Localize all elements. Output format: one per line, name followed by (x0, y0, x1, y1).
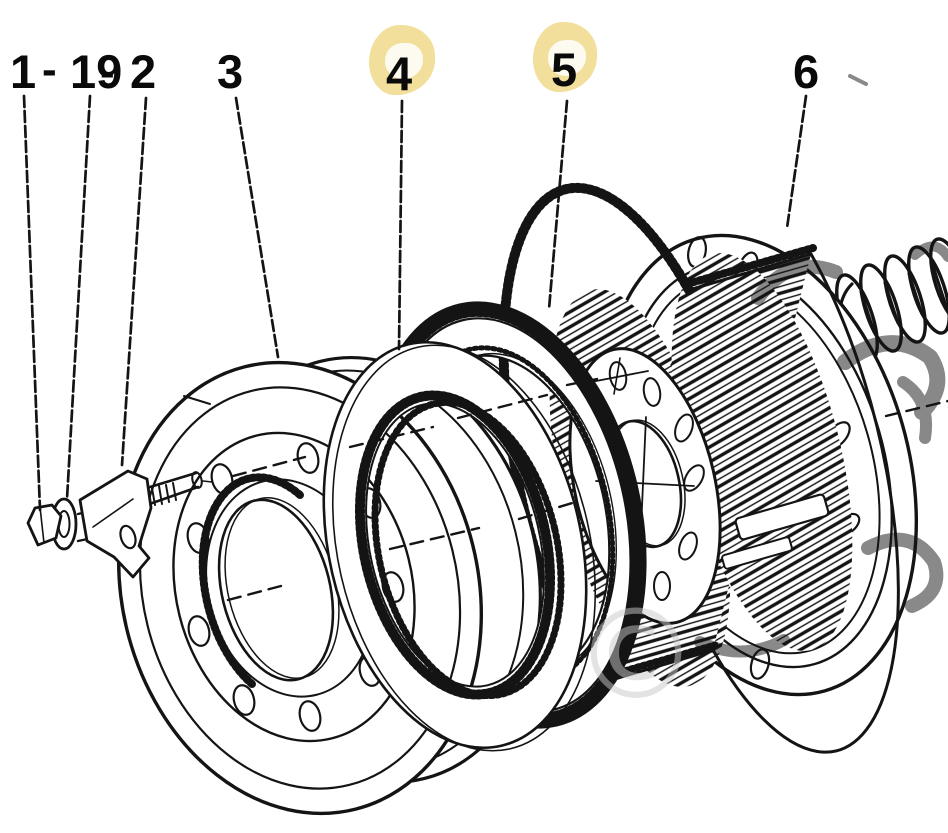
leader-5 (547, 99, 569, 311)
leader-1 (22, 94, 42, 512)
callout-19: 19 (70, 45, 123, 98)
callout-separator-b: - (100, 47, 115, 96)
hex-bolt-head (26, 503, 63, 547)
callout-3: 3 (217, 45, 244, 98)
keyway-slot (734, 493, 830, 541)
callout-1: 1 (10, 45, 37, 98)
highlight-core-5 (548, 40, 586, 76)
leader-6 (785, 94, 808, 230)
callout-4: 4 (386, 47, 413, 100)
leader-2 (120, 96, 148, 467)
leader-lines (22, 94, 808, 512)
leader-4 (397, 99, 404, 351)
keyway-slot-2 (721, 536, 793, 570)
callout-5: 5 (551, 43, 578, 96)
highlight-blob-4 (369, 25, 435, 95)
highlight-blob-5 (533, 22, 597, 92)
callout-2: 2 (130, 45, 157, 98)
callout-separator-a: - (42, 45, 57, 94)
bracket-plate (78, 469, 153, 579)
part-serrated-disc (322, 340, 597, 752)
bolt-washer-bracket (26, 469, 213, 579)
callout-6: 6 (793, 45, 820, 98)
watermark: © (574, 74, 948, 728)
leader-3 (234, 96, 280, 359)
watermark-copyright-glyph: © (574, 583, 699, 728)
highlight-core-4 (385, 43, 423, 79)
leader-19 (65, 94, 92, 501)
